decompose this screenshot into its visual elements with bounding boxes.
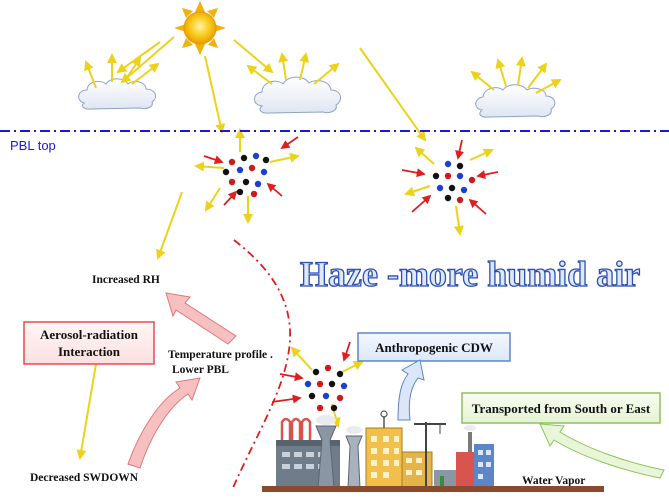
cloud-icon bbox=[475, 84, 556, 118]
sun-icon bbox=[174, 1, 226, 55]
crane-icon bbox=[414, 422, 446, 486]
cloud-icon bbox=[78, 78, 157, 110]
ground bbox=[262, 486, 604, 492]
aerosol-radiation-box bbox=[23, 321, 155, 365]
temperature-profile-label: Temperature profile . bbox=[168, 349, 273, 361]
pbl-top-label: PBL top bbox=[10, 138, 56, 153]
aerosol-arrows bbox=[203, 136, 499, 404]
cloud-icon bbox=[254, 76, 342, 114]
transported-box bbox=[461, 392, 661, 424]
blue-arrow-icon bbox=[397, 359, 425, 421]
decreased-swdown-label: Decreased SWDOWN bbox=[30, 472, 139, 484]
factory-icon bbox=[434, 425, 494, 488]
pink-arrow-icon bbox=[127, 377, 201, 469]
anthropogenic-cdw-box bbox=[357, 332, 511, 362]
building-icon bbox=[365, 410, 433, 489]
aerosol-cluster bbox=[222, 152, 270, 198]
aerosol-radiation-label-line2: Interaction bbox=[58, 344, 121, 359]
increased-rh-label: Increased RH bbox=[92, 274, 160, 286]
lower-pbl-label: Lower PBL bbox=[172, 364, 229, 376]
aerosol-cluster bbox=[432, 160, 476, 204]
headline: Haze -more humid air bbox=[300, 254, 640, 294]
factory-icon bbox=[276, 415, 363, 489]
aerosol-cluster bbox=[304, 364, 348, 412]
water-vapor-label: Water Vapor bbox=[522, 475, 585, 487]
aerosol-radiation-label-line1: Aerosol-radiation bbox=[40, 327, 139, 342]
green-arrow-icon bbox=[539, 423, 665, 479]
pbl-profile-curve bbox=[231, 239, 291, 491]
pink-arrow-icon bbox=[165, 292, 237, 345]
transported-label: Transported from South or East bbox=[472, 401, 651, 416]
anthropogenic-cdw-label: Anthropogenic CDW bbox=[375, 340, 493, 355]
